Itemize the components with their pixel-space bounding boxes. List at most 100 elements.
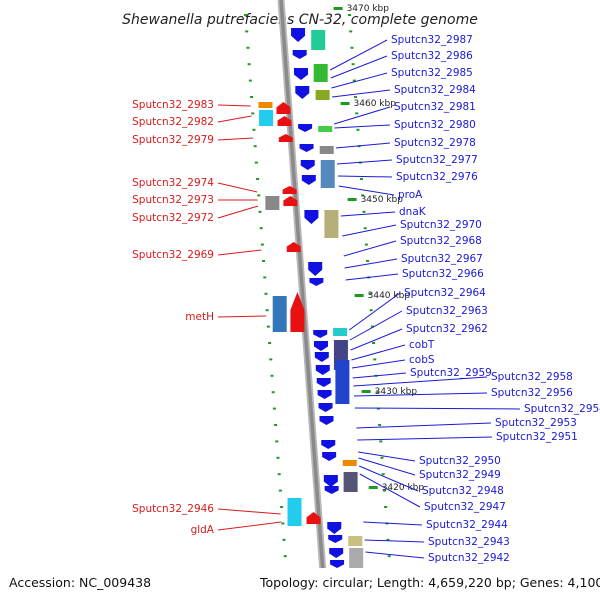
scale-dot: [275, 440, 279, 443]
gene-label-right[interactable]: Sputcn32_2943: [428, 536, 510, 548]
gene-label-right[interactable]: cobS: [409, 354, 435, 366]
scale-dot: [248, 79, 252, 82]
gene-label-left[interactable]: Sputcn32_2974: [132, 177, 214, 189]
label-leader-line: [358, 465, 419, 492]
gene-label-left[interactable]: Sputcn32_2983: [132, 99, 214, 111]
scale-dot: [363, 227, 367, 230]
gene-label-right[interactable]: Sputcn32_2958: [491, 371, 573, 383]
label-leader-line: [356, 422, 492, 429]
reverse-gene-arrow: [306, 512, 321, 524]
gene-label-right[interactable]: Sputcn32_2949: [419, 469, 501, 481]
gene-label-right[interactable]: Sputcn32_2953: [495, 417, 577, 429]
forward-gene-arrow: [330, 560, 345, 568]
scale-dot: [260, 243, 264, 246]
gene-label-right[interactable]: proA: [398, 189, 423, 201]
gene-label-left[interactable]: Sputcn32_2969: [132, 249, 214, 261]
gene-label-right[interactable]: Sputcn32_2981: [394, 101, 476, 113]
scale-dot: [274, 424, 278, 426]
label-leader-line: [363, 521, 423, 526]
label-leader-line: [354, 392, 488, 397]
gene-box: [313, 64, 328, 82]
label-leader-line: [340, 211, 396, 217]
gene-label-right[interactable]: Sputcn32_2951: [496, 431, 578, 443]
forward-gene-arrow: [309, 278, 324, 286]
forward-gene-arrow: [293, 68, 308, 80]
gene-label-left[interactable]: Sputcn32_2982: [132, 116, 214, 128]
gene-label-right[interactable]: Sputcn32_2980: [394, 119, 476, 131]
reverse-gene-arrow: [283, 196, 298, 206]
footer-band: [0, 568, 600, 600]
scale-dot: [378, 424, 382, 426]
gene-label-left[interactable]: Sputcn32_2946: [132, 503, 214, 515]
label-leader-line: [349, 310, 403, 341]
forward-gene-arrow: [319, 416, 334, 425]
gene-label-left[interactable]: Sputcn32_2973: [132, 194, 214, 206]
forward-gene-arrow: [291, 28, 306, 42]
scale-dot: [350, 46, 354, 49]
scale-dot: [272, 407, 276, 410]
gene-box: [348, 536, 363, 546]
gene-label-right[interactable]: cobT: [409, 339, 435, 351]
gene-label-right[interactable]: Sputcn32_2954: [524, 403, 600, 415]
scale-dot: [373, 358, 377, 361]
gene-label-right[interactable]: Sputcn32_2963: [406, 305, 488, 317]
genome-summary-text: Topology: circular; Length: 4,659,220 bp…: [259, 575, 600, 590]
gene-label-right[interactable]: Sputcn32_2967: [401, 253, 483, 265]
gene-label-left[interactable]: Sputcn32_2972: [132, 212, 214, 224]
gene-label-right[interactable]: Sputcn32_2984: [394, 84, 476, 96]
label-leader-line: [217, 315, 267, 318]
gene-label-right[interactable]: Sputcn32_2950: [419, 455, 501, 467]
scale-dot: [269, 358, 273, 361]
forward-gene-arrow: [295, 86, 310, 99]
scale-dot: [361, 194, 365, 197]
gene-label-left[interactable]: gldA: [191, 524, 215, 536]
gene-label-right[interactable]: Sputcn32_2948: [422, 485, 504, 497]
gene-label-right[interactable]: Sputcn32_2976: [396, 171, 478, 183]
gene-label-right[interactable]: Sputcn32_2964: [404, 287, 486, 299]
scale-dot: [372, 342, 376, 344]
gene-label-right[interactable]: Sputcn32_2962: [406, 323, 488, 335]
gene-label-right[interactable]: Sputcn32_2978: [394, 137, 476, 149]
gene-label-left[interactable]: Sputcn32_2979: [132, 134, 214, 146]
label-leader-line: [359, 473, 421, 508]
gene-box: [335, 360, 350, 404]
label-leader-line: [358, 457, 416, 476]
kbp-tick-mark: [333, 7, 343, 10]
gene-label-right[interactable]: Sputcn32_2968: [400, 235, 482, 247]
gene-label-right[interactable]: Sputcn32_2956: [491, 387, 573, 399]
kbp-tick-label: 3420 kbp: [382, 483, 425, 493]
scale-dot: [366, 260, 370, 262]
gene-label-right[interactable]: Sputcn32_2977: [396, 154, 478, 166]
gene-label-right[interactable]: Sputcn32_2987: [391, 34, 473, 46]
scale-dot: [351, 63, 355, 66]
scale-dot: [384, 506, 388, 508]
forward-gene-arrow: [292, 50, 307, 59]
scale-dot: [263, 276, 267, 279]
label-leader-line: [353, 376, 488, 387]
gene-label-right[interactable]: Sputcn32_2985: [391, 67, 473, 79]
label-leader-line: [332, 89, 391, 98]
gene-label-right[interactable]: Sputcn32_2959: [410, 367, 492, 379]
scale-dot: [250, 96, 254, 98]
kbp-tick-label: 3440 kbp: [368, 291, 411, 301]
kbp-tick-label: 3450 kbp: [361, 195, 404, 205]
gene-box: [343, 472, 358, 492]
label-leader-line: [343, 240, 397, 257]
scale-dot: [271, 391, 275, 394]
gene-label-right[interactable]: dnaK: [399, 206, 427, 218]
gene-box: [324, 210, 339, 238]
scale-dot: [276, 456, 280, 459]
gene-label-right[interactable]: Sputcn32_2966: [402, 268, 484, 280]
scale-dot: [265, 309, 269, 312]
label-leader-line: [330, 55, 388, 79]
gene-label-right[interactable]: Sputcn32_2942: [428, 552, 510, 564]
gene-label-left[interactable]: metH: [185, 311, 214, 323]
forward-gene-arrow: [328, 535, 343, 543]
gene-label-right[interactable]: Sputcn32_2947: [424, 501, 506, 513]
label-leader-line: [357, 436, 493, 441]
gene-label-right[interactable]: Sputcn32_2944: [426, 519, 508, 531]
gene-label-right[interactable]: Sputcn32_2970: [400, 219, 482, 231]
gene-label-right[interactable]: Sputcn32_2986: [391, 50, 473, 62]
gene-box: [342, 460, 357, 466]
scale-dot: [253, 145, 257, 148]
